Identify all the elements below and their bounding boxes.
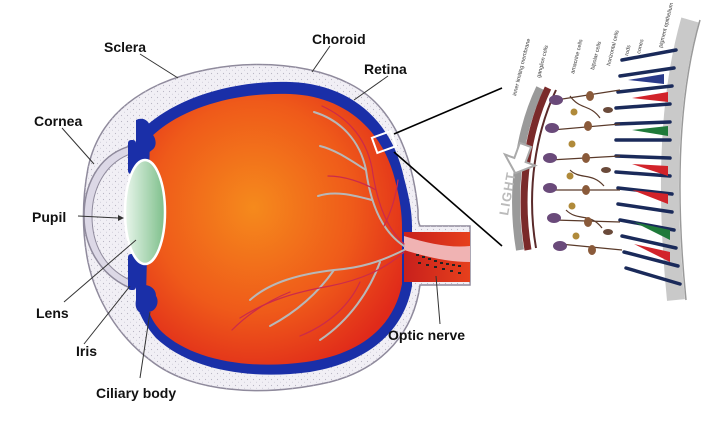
- cell-label-horizontal: horizontal cells: [606, 29, 621, 66]
- horizontal-cells: [601, 107, 613, 235]
- cell-label-inner-limiting-membrane: inner limiting membrane: [512, 38, 532, 96]
- label-cornea: Cornea: [34, 113, 82, 129]
- eyeball: [82, 63, 471, 392]
- iris-lower: [128, 254, 136, 290]
- label-iris: Iris: [76, 343, 97, 359]
- label-ciliary-body: Ciliary body: [96, 385, 176, 401]
- optic-nerve: [404, 232, 470, 282]
- label-sclera: Sclera: [104, 39, 146, 55]
- labels: Sclera Choroid Retina Cornea Pupil Lens …: [32, 31, 465, 401]
- ciliary-body-upper: [136, 118, 156, 153]
- retinal-vessels: [231, 105, 405, 341]
- cell-label-amacrine: amacrine cells: [570, 39, 584, 75]
- bipolar-cells: [582, 91, 596, 255]
- zoom-line-top: [393, 87, 503, 135]
- ganglion-cells: [543, 95, 567, 251]
- zoom-line-bottom: [393, 151, 503, 247]
- label-optic-nerve: Optic nerve: [388, 327, 465, 343]
- label-retina: Retina: [364, 61, 407, 77]
- cell-label-bipolar: bipolar cells: [590, 41, 603, 71]
- cell-label-cones: cones: [636, 39, 645, 55]
- lens: [123, 158, 167, 266]
- photoreceptors: [614, 48, 682, 286]
- iris-upper: [128, 140, 136, 174]
- light-arrow-icon: LIGHT: [496, 141, 538, 217]
- label-pupil: Pupil: [32, 209, 66, 225]
- label-lens: Lens: [36, 305, 69, 321]
- cell-label-pigment-epithelium: pigment epithelium: [658, 2, 675, 49]
- retina-inset: LIGHT inner limiting membrane ganglion c…: [496, 2, 701, 301]
- magnified-region-box: [370, 129, 398, 155]
- vitreous-body: [146, 93, 402, 365]
- ciliary-body-lower: [135, 285, 158, 314]
- label-choroid: Choroid: [312, 31, 366, 47]
- cell-label-ganglion: ganglion cells: [536, 44, 550, 78]
- cell-label-rods: rods: [624, 44, 632, 56]
- amacrine-cells: [566, 108, 580, 240]
